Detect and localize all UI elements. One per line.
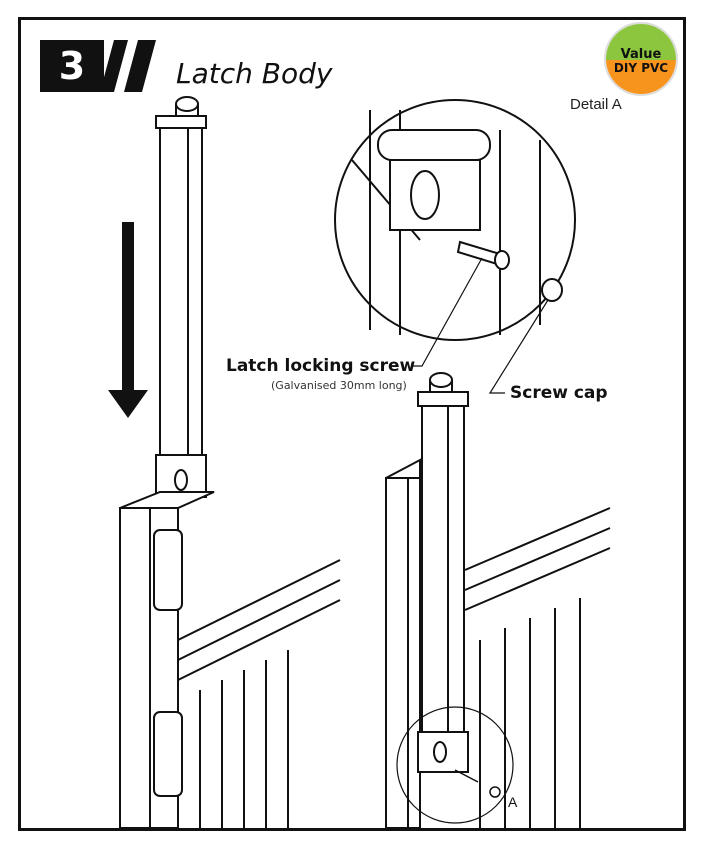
post-left — [119, 491, 341, 829]
small-screw — [454, 769, 501, 798]
latch-body-left — [155, 96, 207, 498]
post-right — [385, 458, 611, 829]
step-title: Latch Body — [176, 57, 333, 90]
step-number-badge: 3 — [40, 40, 104, 92]
diagram-frame — [18, 17, 686, 831]
screw-icon — [456, 240, 510, 270]
header-slash — [124, 40, 156, 92]
detail-a-magnified-view — [334, 99, 576, 341]
cap-leader-line — [488, 299, 549, 394]
value-diy-pvc-logo: Value DIY PVC — [604, 22, 678, 96]
screw-leader-line — [412, 257, 483, 367]
logo-line1: Value — [620, 47, 662, 62]
screw-cap-icon — [541, 278, 563, 302]
down-arrow-icon — [108, 222, 148, 418]
detail-a-label: Detail A — [570, 96, 622, 113]
detail-a-marker-circle — [396, 706, 514, 824]
logo-line2: DIY PVC — [613, 61, 669, 75]
latch-locking-screw-label: Latch locking screw — [226, 356, 416, 376]
header-slash — [100, 40, 128, 92]
detail-marker-a: A — [508, 794, 518, 810]
screw-spec-note: (Galvanised 30mm long) — [271, 379, 407, 392]
latch-body-right — [417, 372, 469, 773]
screw-cap-label: Screw cap — [510, 383, 608, 403]
